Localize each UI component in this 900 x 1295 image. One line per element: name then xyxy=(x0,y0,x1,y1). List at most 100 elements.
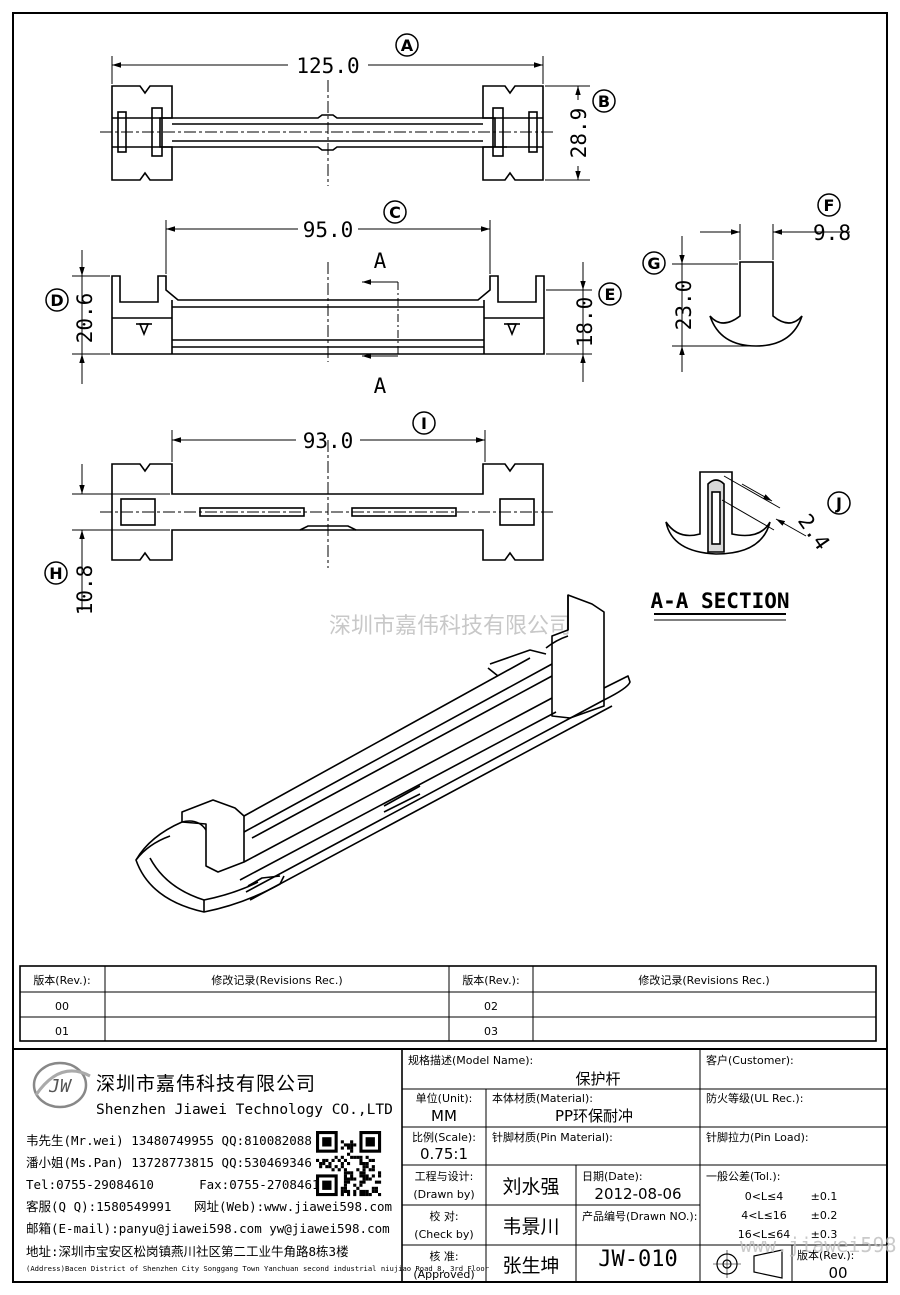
dimension-e xyxy=(546,262,592,382)
approve-label: 核 准: xyxy=(429,1249,458,1263)
section-view xyxy=(665,471,771,555)
dimension-a xyxy=(111,56,544,84)
unit-label: 单位(Unit): xyxy=(416,1091,473,1105)
check-label: 校 对: xyxy=(429,1209,458,1223)
callout-i: I xyxy=(412,411,436,435)
date-value: 2012-08-06 xyxy=(594,1185,681,1203)
pin-load-label: 针脚拉力(Pin Load): xyxy=(706,1130,809,1144)
rev-header-right: 版本(Rev.): xyxy=(462,973,519,987)
svg-text:A: A xyxy=(401,36,414,55)
address-en: (Address)Bacen District of Shenzhen City… xyxy=(26,1264,490,1273)
contact-0: 韦先生(Mr.wei) 13480749955 QQ:810082088 xyxy=(26,1133,312,1148)
dim-text-j: 2.4 xyxy=(793,510,834,555)
dimension-d xyxy=(72,250,110,384)
tol-value-2: ±0.3 xyxy=(811,1228,838,1241)
svg-text:C: C xyxy=(389,203,401,222)
callout-b: B xyxy=(592,89,616,113)
scale-label: 比例(Scale): xyxy=(412,1130,476,1144)
drawing-frame xyxy=(12,12,888,1283)
company-name-cn: 深圳市嘉伟科技有限公司 xyxy=(96,1073,316,1095)
drawing-no-value: JW-010 xyxy=(598,1247,677,1272)
dimension-b xyxy=(545,85,590,181)
callout-g: G xyxy=(642,251,666,275)
section-mark-bottom: A xyxy=(374,374,387,398)
ul-label: 防火等级(UL Rec.): xyxy=(706,1091,803,1105)
approved-by-value: 张生坤 xyxy=(502,1255,559,1277)
rec-header-right: 修改记录(Revisions Rec.) xyxy=(638,973,769,987)
drawn-label-en: (Drawn by) xyxy=(413,1188,474,1201)
tolerance-label: 一般公差(Tol.): xyxy=(706,1169,780,1183)
drawn-by-value: 刘水强 xyxy=(502,1176,559,1198)
callout-j: J xyxy=(827,491,851,515)
contact-3: 客服(Q Q):1580549991 网址(Web):www.jiawei598… xyxy=(26,1199,392,1214)
rev-header-left: 版本(Rev.): xyxy=(33,973,90,987)
check-by-value: 韦景川 xyxy=(502,1216,559,1238)
dim-text-c: 95.0 xyxy=(303,218,354,242)
dim-text-b: 28.9 xyxy=(567,108,591,159)
dim-text-f: 9.8 xyxy=(813,221,851,245)
top-view xyxy=(111,85,544,181)
date-label: 日期(Date): xyxy=(582,1170,643,1183)
callout-c: C xyxy=(383,200,407,224)
dim-text-e: 18.0 xyxy=(573,297,597,348)
projection-symbol xyxy=(713,1249,783,1279)
dim-text-i: 93.0 xyxy=(303,429,354,453)
section-title: A-A SECTION xyxy=(650,589,789,613)
drawn-label: 工程与设计: xyxy=(415,1170,474,1183)
svg-text:F: F xyxy=(824,196,835,215)
tol-range-0: 0<L≤4 xyxy=(745,1190,784,1203)
svg-text:JW: JW xyxy=(48,1076,73,1097)
tol-value-0: ±0.1 xyxy=(811,1190,838,1203)
customer-label: 客户(Customer): xyxy=(706,1053,794,1067)
svg-text:H: H xyxy=(49,564,62,583)
model-name-label: 规格描述(Model Name): xyxy=(408,1053,533,1067)
model-name-value: 保护杆 xyxy=(575,1070,620,1088)
dimension-h xyxy=(72,464,170,610)
drawing-no-label: 产品编号(Drawn NO.): xyxy=(582,1209,697,1223)
tol-value-1: ±0.2 xyxy=(811,1209,838,1222)
address-cn: 地址:深圳市宝安区松岗镇燕川社区第二工业牛角路8栋3楼 xyxy=(26,1244,349,1259)
dimension-g xyxy=(672,236,750,372)
side-view xyxy=(709,261,803,347)
rec-header-left: 修改记录(Revisions Rec.) xyxy=(211,973,342,987)
watermark-url: www.jiawei598.com xyxy=(740,1233,900,1257)
title-block-grid xyxy=(12,1048,888,1283)
material-value: PP环保耐冲 xyxy=(555,1107,633,1125)
callout-f: F xyxy=(817,193,841,217)
contact-2: Tel:0755-29084610 Fax:0755-27084610 xyxy=(26,1177,327,1192)
dim-text-h: 10.8 xyxy=(73,565,97,616)
dimension-i xyxy=(171,430,486,462)
rev-label: 版本(Rev.): xyxy=(797,1248,854,1262)
approve-label-en: (Approved) xyxy=(413,1268,474,1281)
scale-value: 0.75:1 xyxy=(420,1145,468,1163)
watermark: 深圳市嘉伟科技有限公司 xyxy=(329,614,571,639)
tol-range-1: 4<L≤16 xyxy=(741,1209,787,1222)
svg-text:D: D xyxy=(50,291,63,310)
pin-material-label: 针脚材质(Pin Material): xyxy=(492,1130,613,1144)
svg-text:B: B xyxy=(598,92,610,111)
company-logo: JW xyxy=(32,1061,91,1109)
unit-value: MM xyxy=(431,1107,457,1125)
contact-1: 潘小姐(Ms.Pan) 13728773815 QQ:530469346 xyxy=(26,1155,312,1170)
company-name-en: Shenzhen Jiawei Technology CO.,LTD xyxy=(96,1102,393,1118)
dimension-c xyxy=(165,220,491,274)
svg-text:J: J xyxy=(835,494,842,513)
dim-text-a: 125.0 xyxy=(296,54,359,78)
contact-4: 邮箱(E-mail):panyu@jiawei598.com yw@jiawei… xyxy=(26,1221,390,1236)
dimension-j xyxy=(721,475,807,537)
svg-text:G: G xyxy=(647,254,660,273)
material-label: 本体材质(Material): xyxy=(492,1091,593,1105)
qr-code xyxy=(316,1131,382,1197)
svg-text:I: I xyxy=(421,414,427,433)
dim-text-d: 20.6 xyxy=(73,293,97,344)
rev-row-02: 02 xyxy=(484,1000,498,1013)
revision-table xyxy=(19,965,877,1042)
rev-value: 00 xyxy=(828,1264,847,1282)
check-label-en: (Check by) xyxy=(414,1228,473,1241)
callout-a: A xyxy=(395,33,419,57)
callout-d: D xyxy=(45,288,69,312)
rev-row-00: 00 xyxy=(55,1000,69,1013)
section-mark-top: A xyxy=(374,249,387,273)
dimension-f xyxy=(700,224,850,260)
